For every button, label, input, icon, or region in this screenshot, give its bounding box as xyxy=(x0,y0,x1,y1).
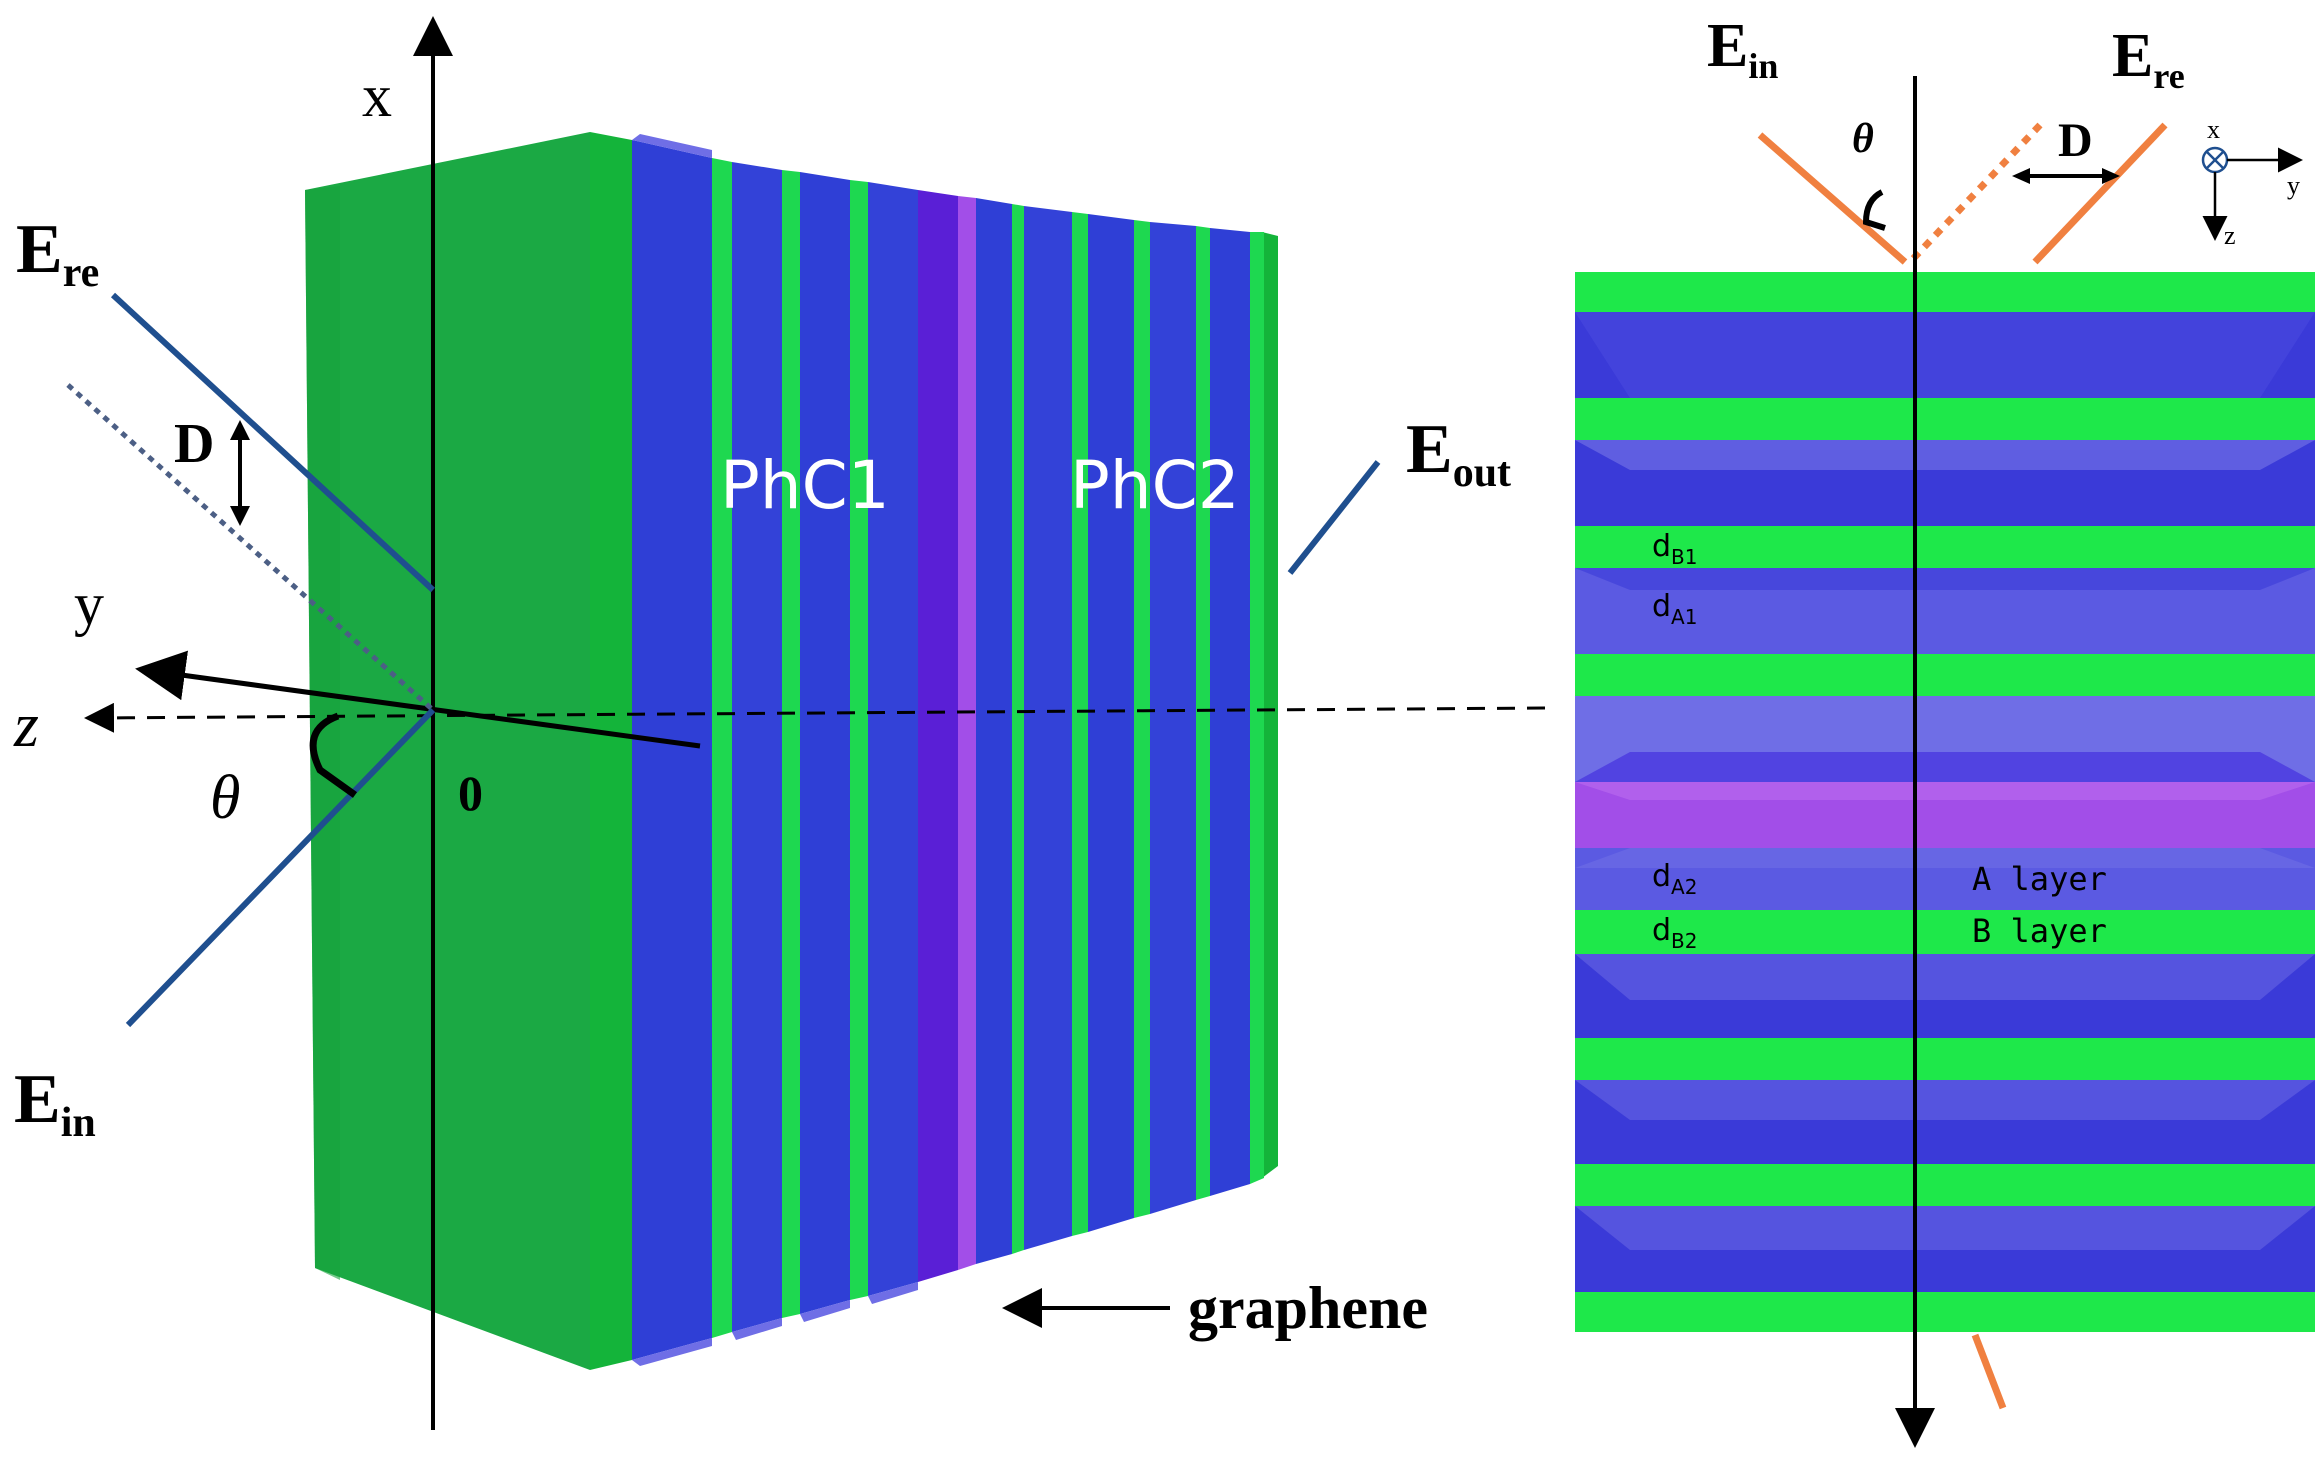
d-arrow-head-up xyxy=(230,420,250,440)
dB1-label: dB1 xyxy=(1652,529,1698,569)
layer-stripe xyxy=(868,182,918,1296)
x-axis-label: x xyxy=(362,63,392,129)
a-layer-bevel xyxy=(1575,1080,2315,1120)
e-in-right-label: Ein xyxy=(1707,12,1778,86)
beams-left xyxy=(66,292,1381,1028)
layer-bottom-face xyxy=(800,1300,850,1322)
y-axis-label: y xyxy=(74,571,104,637)
a-layer-label: A layer xyxy=(1972,860,2107,898)
reflected-beam-right xyxy=(2032,122,2168,265)
dB2-label: dB2 xyxy=(1652,913,1698,953)
graphene-defect-bevel xyxy=(1575,782,2315,800)
layer-stripe xyxy=(800,172,850,1314)
d-arrow-right-head-l xyxy=(2012,168,2030,184)
b-layer xyxy=(1575,910,2315,954)
layer-bottom-face xyxy=(632,1338,712,1366)
layered-structure-3d xyxy=(305,132,1278,1370)
layer-stripe xyxy=(1024,206,1072,1250)
theta-mark-right xyxy=(1862,189,1886,231)
theta-arc xyxy=(309,712,358,798)
layer-stripe xyxy=(1072,212,1088,1236)
layer-stripe xyxy=(712,158,732,1338)
layer-bottom-face xyxy=(868,1282,918,1304)
layer-stripe xyxy=(1210,228,1250,1196)
e-in-label: Ein xyxy=(14,1061,96,1146)
cross-section-layers xyxy=(1575,272,2315,1332)
cross-section: x y z Ein Ere θ D dB1 dA1 dA2 dB2 A laye… xyxy=(1575,12,2315,1448)
origin-label: 0 xyxy=(458,765,483,821)
layer-stripe xyxy=(850,180,868,1300)
a-layer-bevel xyxy=(1575,848,2315,868)
mini-x-label: x xyxy=(2207,115,2220,144)
e-out-label: Eout xyxy=(1406,411,1511,496)
layer-stripe xyxy=(976,198,1012,1264)
dA1-label: dA1 xyxy=(1652,589,1697,629)
phc1-label: PhC1 xyxy=(720,447,890,524)
a-layer-bevel xyxy=(1575,312,2315,398)
a-layer-bevel xyxy=(1575,1206,2315,1250)
z-axis-label: z xyxy=(13,689,39,760)
reflected-beam xyxy=(110,292,436,593)
front-green-slab-side xyxy=(590,132,632,1370)
x-symbol-cross-b xyxy=(2206,151,2224,169)
left-labels: x y z 0 θ D Ere Ein Eout PhC1 PhC2 graph… xyxy=(13,63,1511,1341)
front-green-slab xyxy=(305,132,590,1370)
incident-beam xyxy=(125,707,436,1028)
transmitted-beam-right xyxy=(1971,1333,2007,1410)
graphene-layer xyxy=(958,196,976,1270)
layer-bottom-face xyxy=(732,1318,782,1340)
defect-layer xyxy=(918,190,958,1282)
reflected-projection-right xyxy=(1907,122,2043,265)
theta-label: θ xyxy=(210,764,240,832)
d-right-label: D xyxy=(2058,114,2093,167)
layer-stripe xyxy=(1088,214,1134,1232)
theta-right-label: θ xyxy=(1852,116,1874,162)
b-layer xyxy=(1575,1038,2315,1080)
y-axis-line xyxy=(135,650,701,749)
e-re-right-label: Ere xyxy=(2112,22,2185,96)
structure-layers xyxy=(632,134,1278,1366)
b-layer xyxy=(1575,272,2315,312)
b-layer xyxy=(1575,526,2315,568)
layer-stripe xyxy=(1250,232,1264,1184)
d-arrow-head-down xyxy=(230,506,250,526)
b-layer xyxy=(1575,1292,2315,1332)
layer-stripe xyxy=(732,162,782,1332)
e-re-label: Ere xyxy=(16,211,99,296)
layer-stripe xyxy=(1150,222,1196,1214)
front-green-slab-edge xyxy=(305,186,340,1280)
structure-right-side xyxy=(1262,232,1278,1178)
mini-axes: x y z xyxy=(2201,115,2303,250)
a-layer-bevel xyxy=(1575,752,2315,782)
mini-y-label: y xyxy=(2287,171,2300,200)
layer-stripe xyxy=(632,140,712,1360)
layer-stripe xyxy=(1012,204,1024,1254)
a-layer-bevel xyxy=(1575,954,2315,1000)
b-layer xyxy=(1575,654,2315,696)
layer-stripe xyxy=(1134,220,1150,1218)
output-beam xyxy=(1287,460,1381,575)
a-layer-bevel xyxy=(1575,440,2315,470)
incident-beam-right xyxy=(1757,132,1908,265)
layer-stripe xyxy=(782,170,800,1318)
b-layer-label: B layer xyxy=(1972,912,2107,950)
dA2-label: dA2 xyxy=(1652,859,1697,899)
d-arrow-right-head-r xyxy=(2102,168,2120,184)
layer-stripe xyxy=(1196,226,1210,1200)
a-layer-bevel xyxy=(1575,568,2315,590)
b-layer xyxy=(1575,1164,2315,1206)
mini-z-label: z xyxy=(2224,221,2236,250)
reflected-beam-projection xyxy=(66,383,435,712)
layer-top-face xyxy=(632,134,712,158)
b-layer xyxy=(1575,398,2315,440)
phc2-label: PhC2 xyxy=(1070,447,1240,524)
graphene-label: graphene xyxy=(1188,1275,1428,1341)
d-label: D xyxy=(174,413,214,475)
